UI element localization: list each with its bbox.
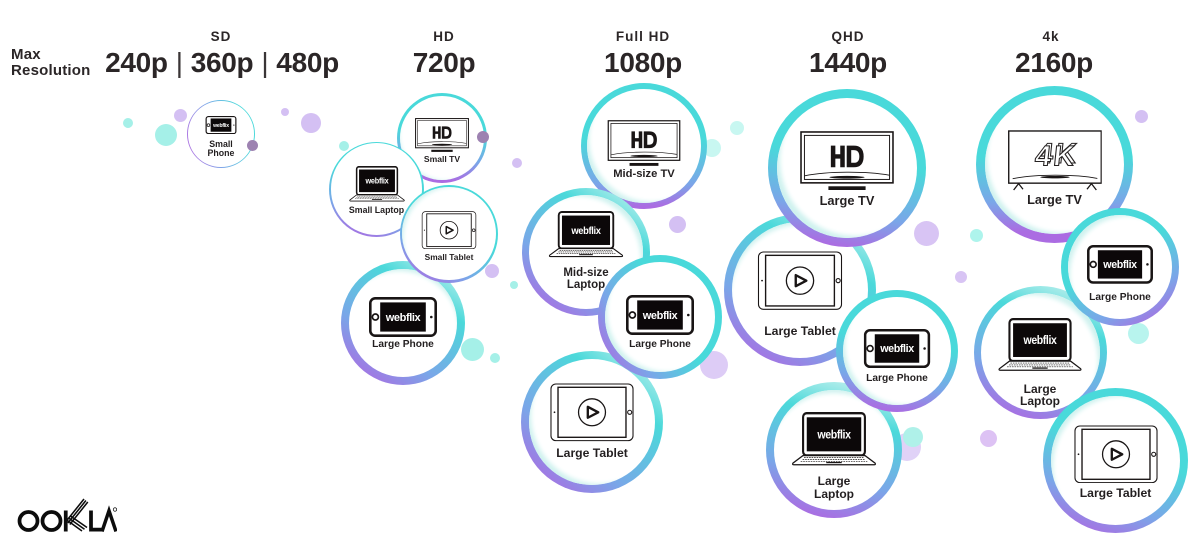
svg-text:webflix: webflix (570, 225, 601, 236)
svg-text:4K: 4K (1033, 140, 1078, 172)
svg-text:webflix: webflix (385, 311, 422, 323)
svg-text:4K: 4K (1035, 138, 1080, 170)
svg-text:webflix: webflix (212, 123, 229, 129)
svg-text:webflix: webflix (1102, 259, 1137, 271)
svg-text:webflix: webflix (364, 177, 389, 186)
svg-text:webflix: webflix (642, 310, 679, 322)
svg-text:webflix: webflix (816, 429, 851, 442)
svg-text:webflix: webflix (879, 344, 914, 356)
svg-text:webflix: webflix (1023, 335, 1058, 348)
